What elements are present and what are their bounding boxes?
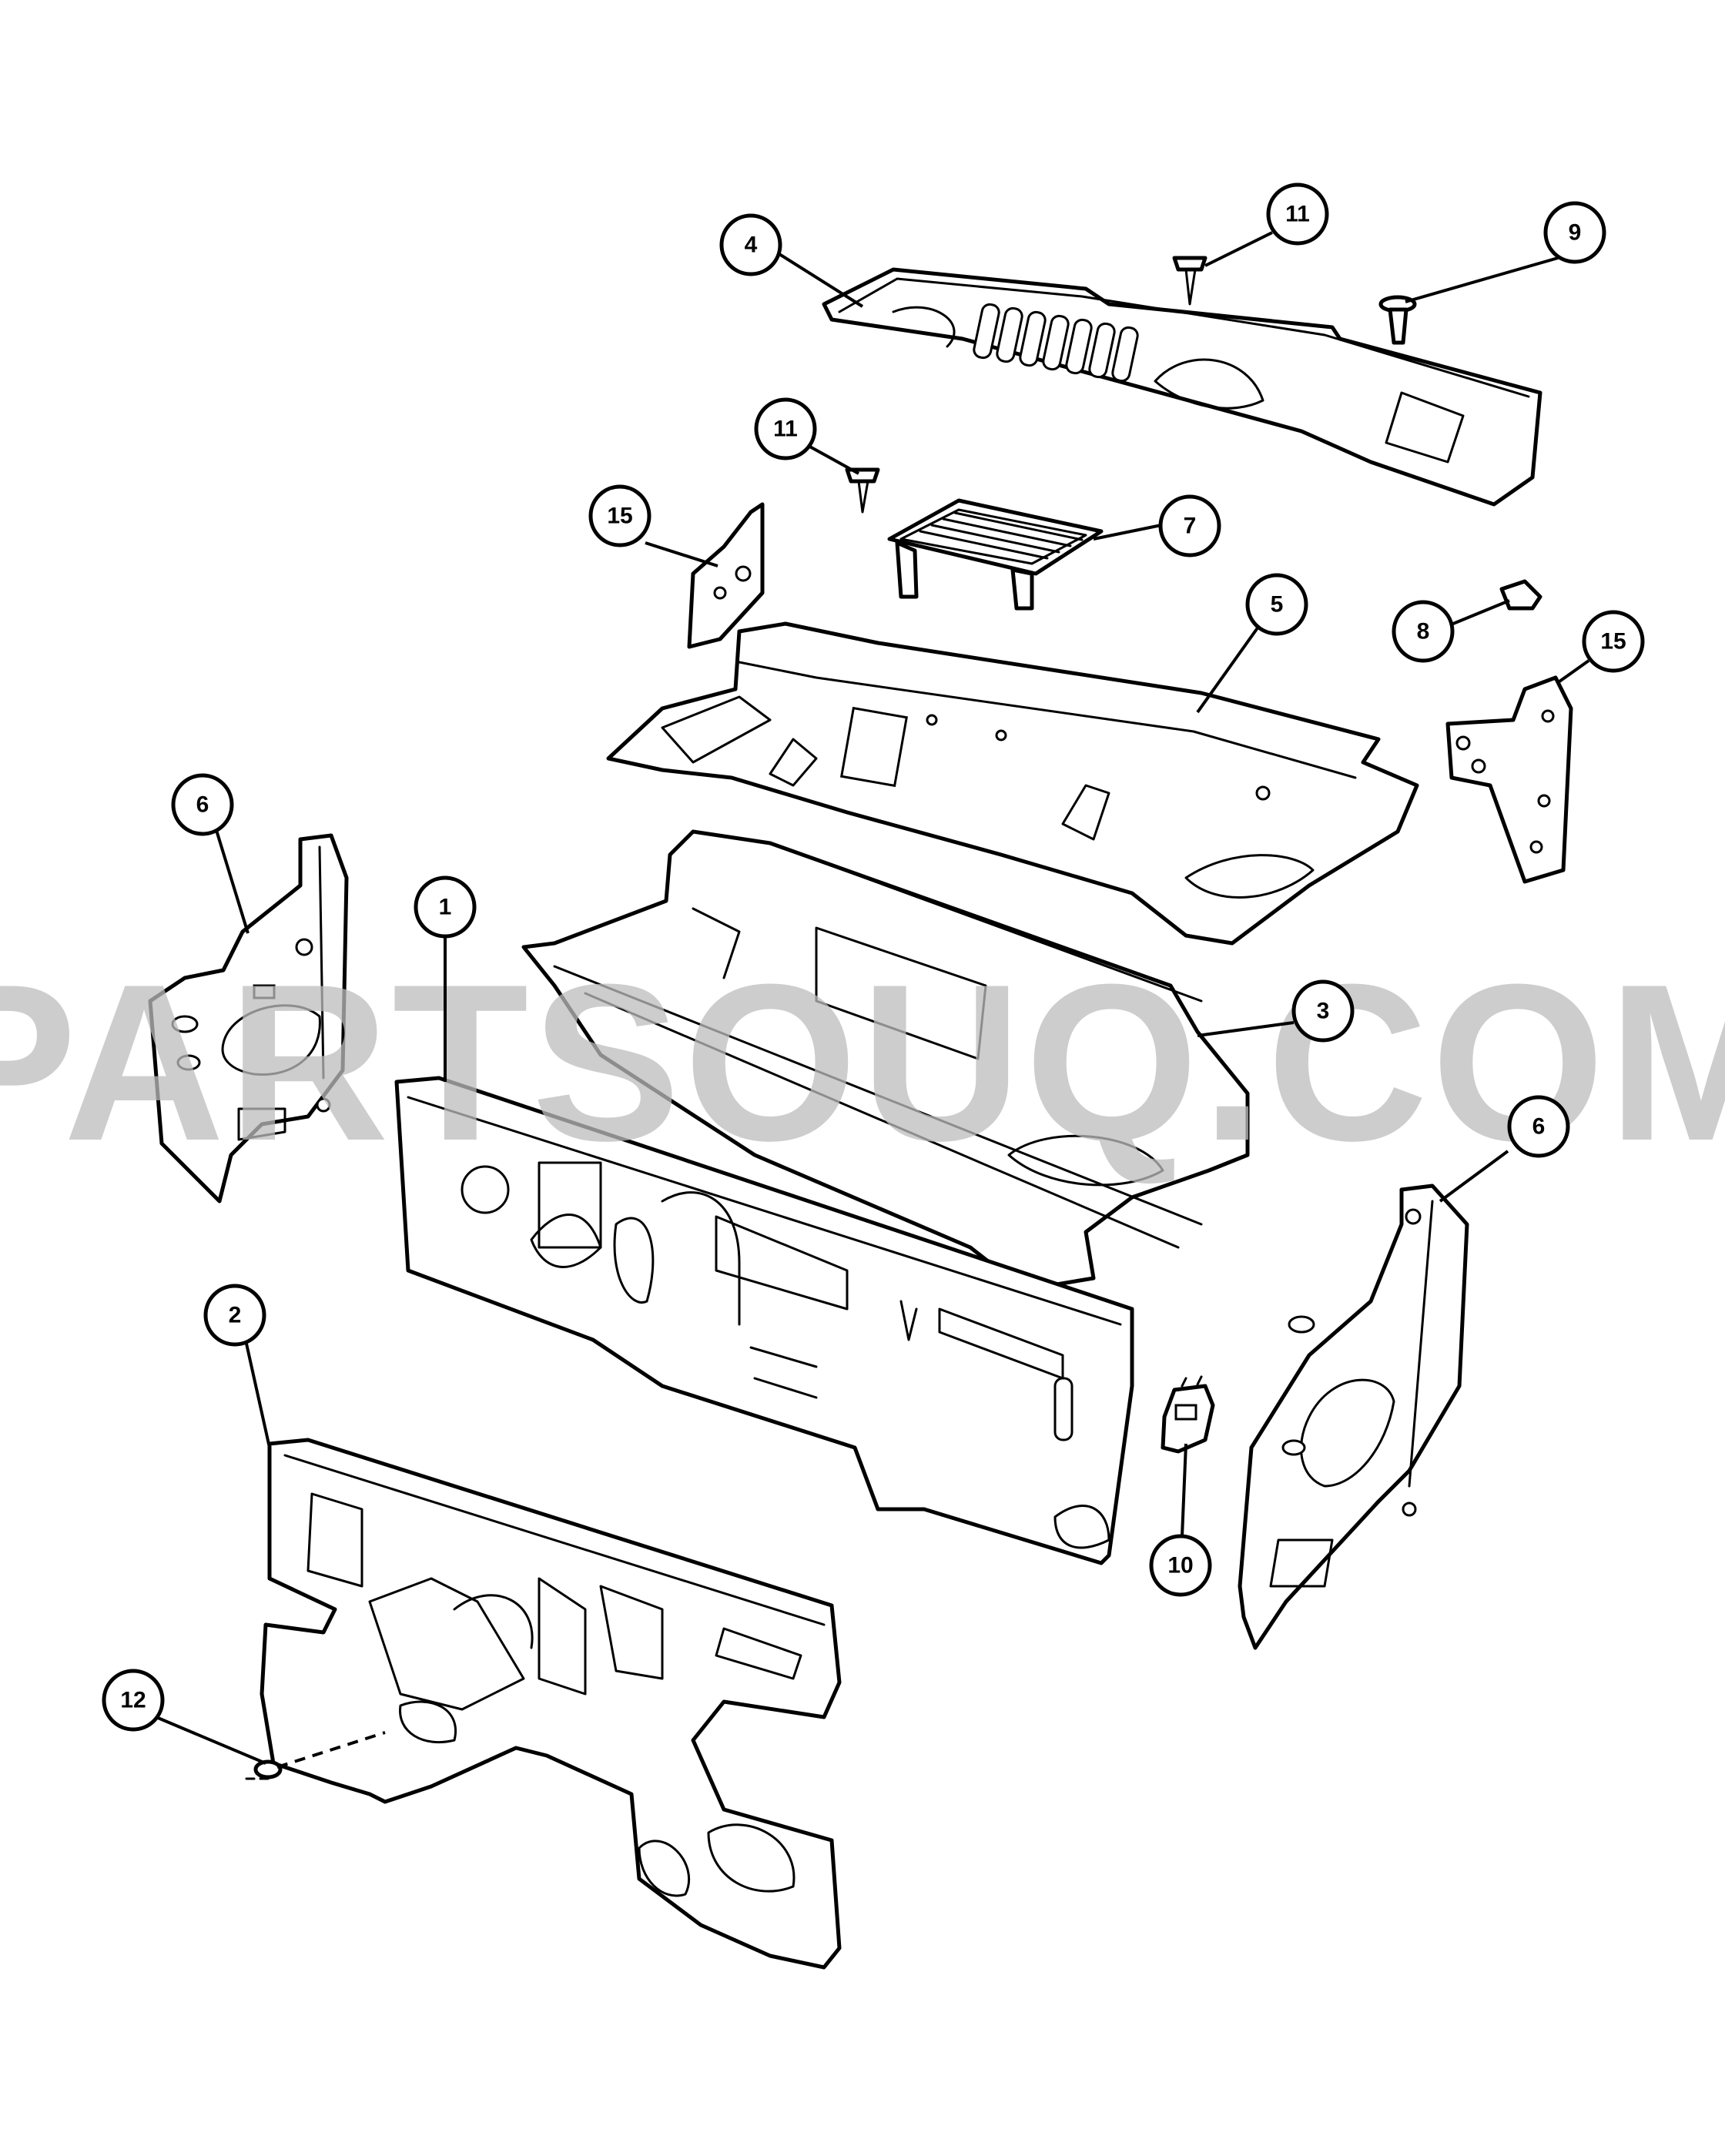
svg-text:4: 4 — [745, 233, 758, 258]
callout-5[interactable]: 5 — [1245, 573, 1308, 636]
svg-text:1: 1 — [439, 895, 452, 920]
callout-1[interactable]: 1 — [414, 875, 477, 939]
callout-12[interactable]: 12 — [102, 1669, 165, 1732]
part-9-bolt — [1378, 295, 1417, 345]
svg-text:11: 11 — [773, 417, 798, 442]
svg-text:3: 3 — [1317, 999, 1330, 1024]
callout-11-lower[interactable]: 11 — [754, 397, 817, 460]
part-8-clip-nut — [1499, 579, 1542, 611]
callout-15-right[interactable]: 15 — [1582, 610, 1645, 673]
svg-text:12: 12 — [120, 1688, 146, 1713]
callout-3[interactable]: 3 — [1291, 979, 1355, 1043]
callout-9[interactable]: 9 — [1543, 201, 1606, 264]
callout-7[interactable]: 7 — [1158, 494, 1221, 557]
svg-text:6: 6 — [196, 792, 209, 818]
part-5-cowl-plenum — [606, 621, 1419, 946]
watermark: PARTSOUQ.COM — [0, 938, 1725, 1187]
svg-text:9: 9 — [1569, 220, 1582, 246]
callout-4[interactable]: 4 — [719, 213, 782, 276]
svg-text:2: 2 — [229, 1303, 242, 1328]
svg-text:11: 11 — [1285, 202, 1310, 227]
part-1-dash-panel — [394, 1076, 1134, 1565]
leader-lines — [152, 231, 1590, 1765]
part-12-push-pin — [245, 1731, 386, 1780]
part-10-bracket — [1161, 1375, 1215, 1454]
part-4-vent-slots — [973, 303, 1139, 383]
svg-text:15: 15 — [607, 504, 632, 529]
svg-text:8: 8 — [1417, 619, 1430, 644]
callout-15-left[interactable]: 15 — [588, 484, 651, 547]
callout-11-upper[interactable]: 11 — [1266, 182, 1329, 246]
svg-text:15: 15 — [1600, 629, 1626, 654]
svg-text:5: 5 — [1271, 592, 1284, 618]
callout-8[interactable]: 8 — [1392, 600, 1455, 663]
part-3-lower-cowl-panel — [521, 829, 1250, 1292]
svg-text:10: 10 — [1167, 1553, 1193, 1578]
part-6-side-panel-left — [148, 833, 349, 1204]
part-11-push-pin-upper — [1172, 256, 1208, 306]
svg-text:6: 6 — [1532, 1114, 1546, 1140]
part-11-push-pin-lower — [845, 467, 880, 514]
part-15-bracket-left — [687, 502, 765, 649]
part-7-grille — [887, 498, 1104, 611]
part-15-bracket-right — [1445, 675, 1573, 884]
part-2-dash-silencer — [260, 1438, 842, 1970]
callout-6-right[interactable]: 6 — [1507, 1095, 1570, 1158]
svg-text:7: 7 — [1184, 514, 1197, 539]
callout-6-left[interactable]: 6 — [171, 773, 234, 836]
part-6-side-panel-right — [1238, 1183, 1469, 1650]
callout-2[interactable]: 2 — [203, 1284, 266, 1347]
callout-10[interactable]: 10 — [1149, 1534, 1212, 1597]
part-4-cowl-top-panel — [822, 267, 1542, 507]
